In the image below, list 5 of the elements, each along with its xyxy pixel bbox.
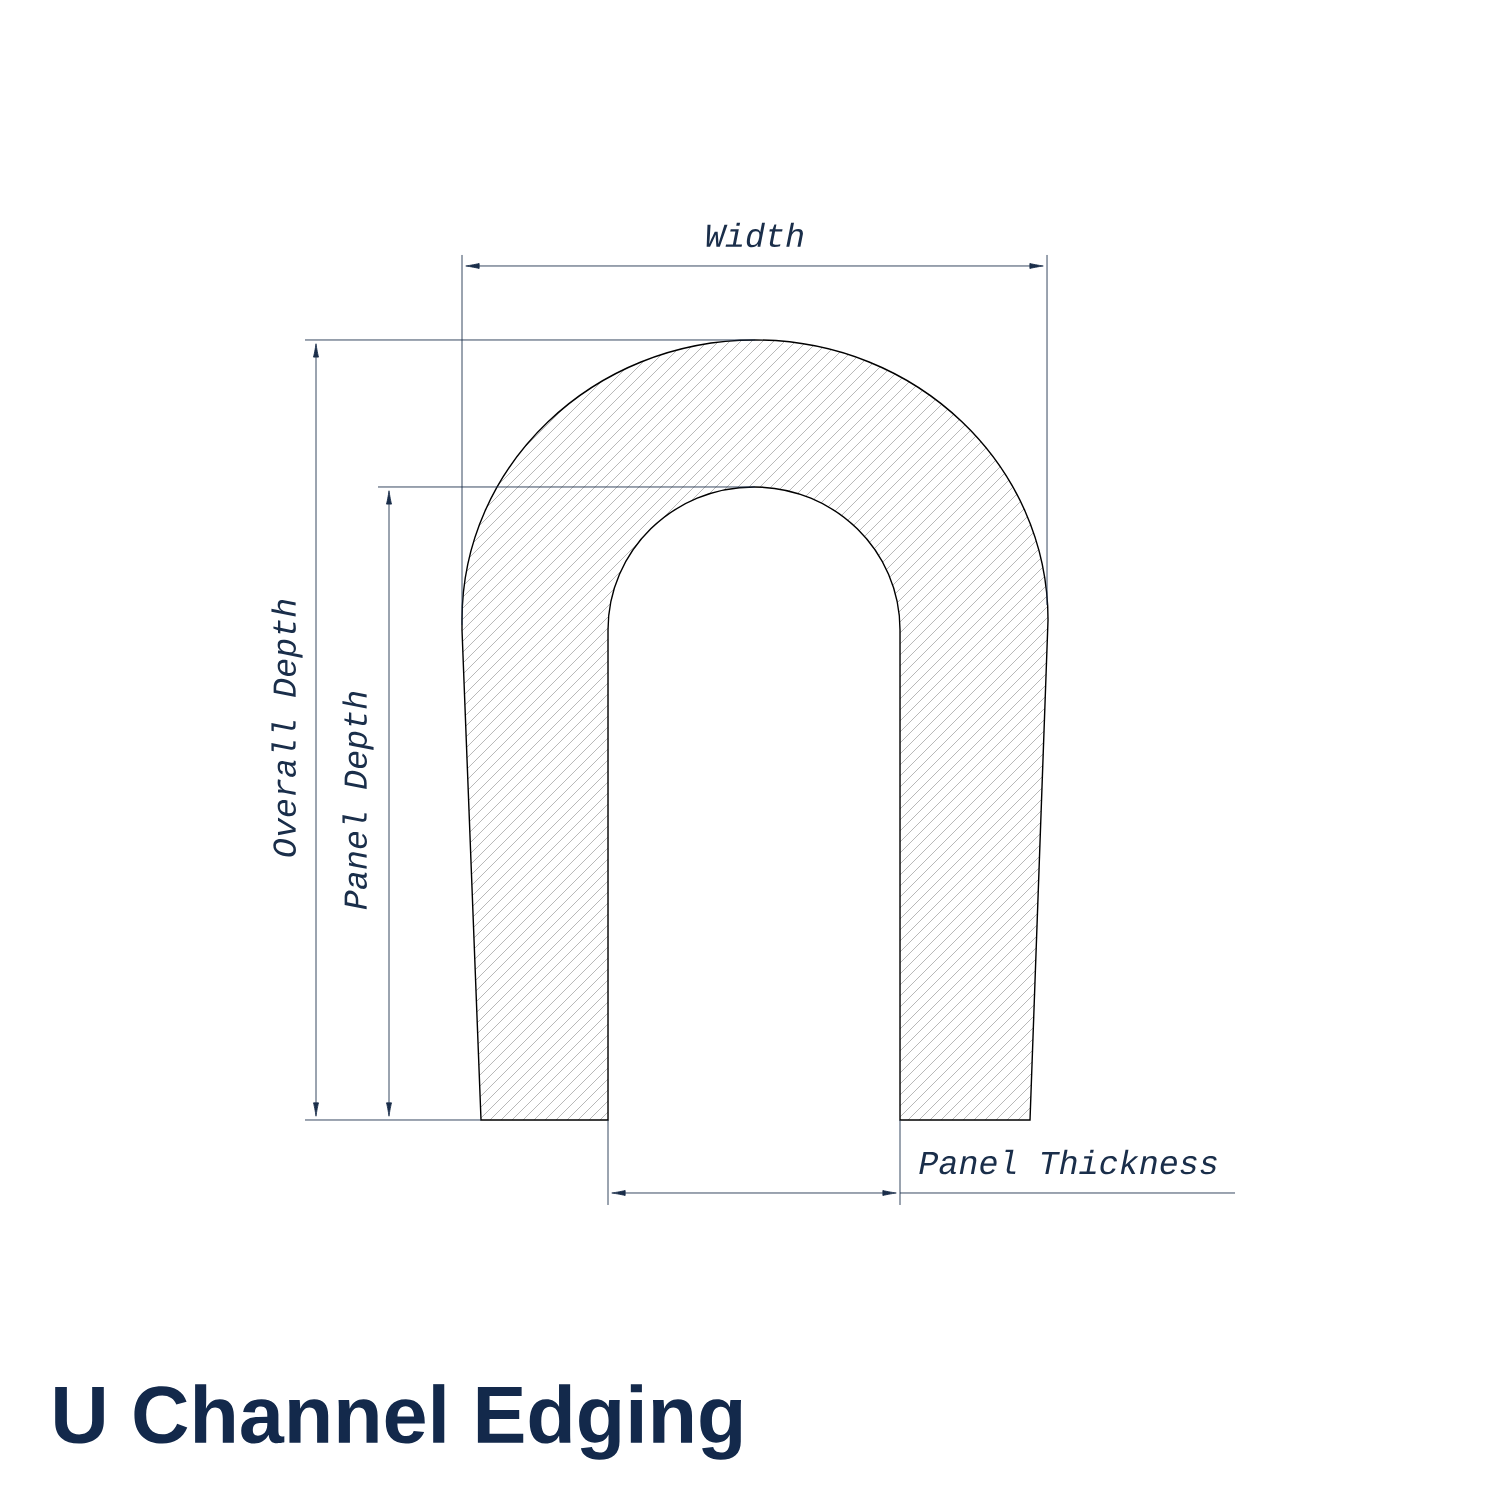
dimension-label: Panel Thickness <box>919 1149 1217 1175</box>
title: U Channel Edging <box>55 1384 741 1460</box>
dimension-label: Width <box>706 222 803 248</box>
dimension-label: Overall Depth <box>271 599 303 857</box>
dimension-label: Panel Depth <box>342 691 374 910</box>
